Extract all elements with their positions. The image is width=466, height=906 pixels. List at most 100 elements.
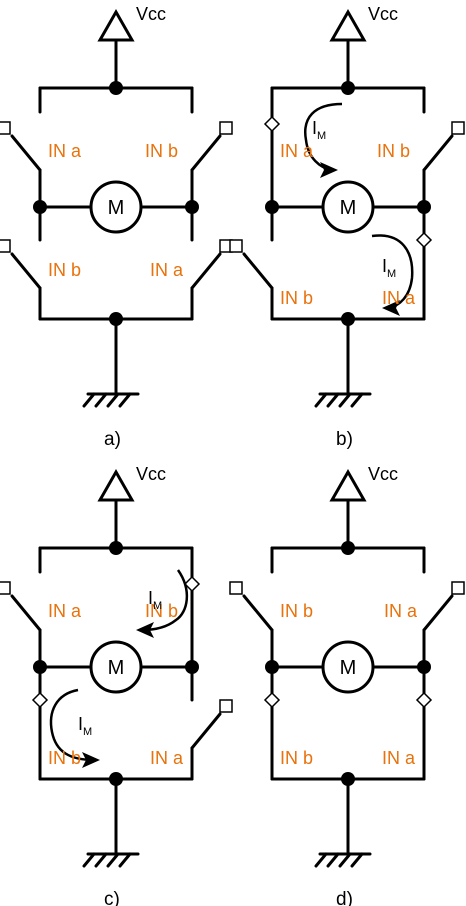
motor-label: M [108,197,125,219]
ground-hatch [94,852,108,868]
switch-label-top-left: IN a [280,141,314,161]
closed-contact-marker [263,691,281,709]
switch-label-top-right: IN b [377,141,410,161]
switch-label-bottom-left: IN b [280,748,313,768]
current-label: IM [78,714,92,738]
ground-hatch [82,392,96,408]
motor-symbol [321,180,375,234]
current-arrow-head [136,622,154,638]
panel-b: Vcc M IN a IN b IN b IN a IM IM b) [229,4,465,450]
vcc-symbol [329,468,367,502]
vcc-label: Vcc [136,4,166,24]
motor-symbol [321,640,375,694]
switch-top-right [422,546,465,669]
junction-dot [109,81,123,95]
closed-contact-marker [263,115,281,133]
switch-blade [190,134,222,172]
current-arrow-head [382,300,400,316]
switch-top-right [190,86,233,209]
switch-top-left [229,546,274,669]
switch-control-box [451,121,465,135]
closed-contact-marker [183,575,201,593]
switch-label-top-left: IN a [48,601,82,621]
ground-hatch [94,392,108,408]
panel-caption: a) [104,429,121,450]
current-arrow [304,102,343,178]
ground-hatch [82,852,96,868]
current-arrow-head [82,752,100,768]
switch-bottom-right [415,665,433,781]
junction-dot [341,81,355,95]
motor-symbol [89,640,143,694]
motor-label: M [340,197,357,219]
current-arrow-path [49,688,95,762]
switch-blade [10,134,42,172]
ground-hatch [338,392,352,408]
closed-contact-marker [415,231,433,249]
vcc-label: Vcc [368,4,398,24]
switch-bottom-left [229,205,274,321]
vcc-label: Vcc [368,464,398,484]
ground-hatch [314,392,328,408]
switch-label-bottom-right: IN a [150,748,184,768]
panel-caption: b) [336,429,353,450]
switch-blade [190,712,222,750]
switch-label-bottom-left: IN b [48,260,81,280]
switch-label-bottom-right: IN a [150,260,184,280]
ground-hatch [350,392,364,408]
junction-dot [109,541,123,555]
switch-label-bottom-left: IN b [280,288,313,308]
vcc-label: Vcc [136,464,166,484]
current-arrow [49,688,100,768]
closed-contact-marker [31,691,49,709]
panel-d: Vcc M IN b IN a IN b IN a d) [229,464,465,906]
switch-control-box [219,699,233,713]
ground-hatch [106,392,120,408]
switch-top-right [422,86,465,209]
panel-caption: c) [104,889,120,906]
switch-blade [242,594,274,632]
ground-hatch [326,392,340,408]
panel-caption: d) [336,889,353,906]
vcc-symbol [329,8,367,42]
closed-contact-marker [415,691,433,709]
motor-label: M [108,657,125,679]
switch-control-box [229,581,243,595]
switch-label-bottom-left: IN b [48,748,81,768]
switch-bottom-right [415,205,433,321]
switch-blade [10,594,42,632]
switch-label-top-right: IN a [384,601,418,621]
current-label: IM [148,588,162,612]
switch-bottom-left [263,665,281,781]
switch-control-box [229,239,243,253]
current-label: IM [312,118,326,142]
junction-dot [341,541,355,555]
switch-bottom-right [190,665,233,781]
circuit-wiring [265,8,431,408]
switch-control-box [219,121,233,135]
switch-blade [422,134,454,172]
switch-label-top-left: IN b [280,601,313,621]
switch-label-top-right: IN b [145,141,178,161]
vcc-symbol [97,468,135,502]
switch-control-box [0,121,11,135]
switch-label-bottom-right: IN a [382,288,416,308]
current-arrow-head [320,162,338,178]
switch-top-left [263,86,281,209]
switch-blade [190,252,222,290]
switch-blade [242,252,274,290]
switch-bottom-left [31,665,49,781]
switch-label-bottom-right: IN a [382,748,416,768]
motor-label: M [340,657,357,679]
switch-control-box [451,581,465,595]
switch-label-top-left: IN a [48,141,82,161]
ground-hatch [118,392,132,408]
panel-c: Vcc M IN a IN b IN b IN a IM IM c) [0,464,233,906]
switch-control-box [0,239,11,253]
vcc-symbol [97,8,135,42]
current-arrow-path [371,234,414,310]
current-arrow-path [141,569,188,632]
ground-hatch [338,852,352,868]
switch-label-top-right: IN b [145,601,178,621]
